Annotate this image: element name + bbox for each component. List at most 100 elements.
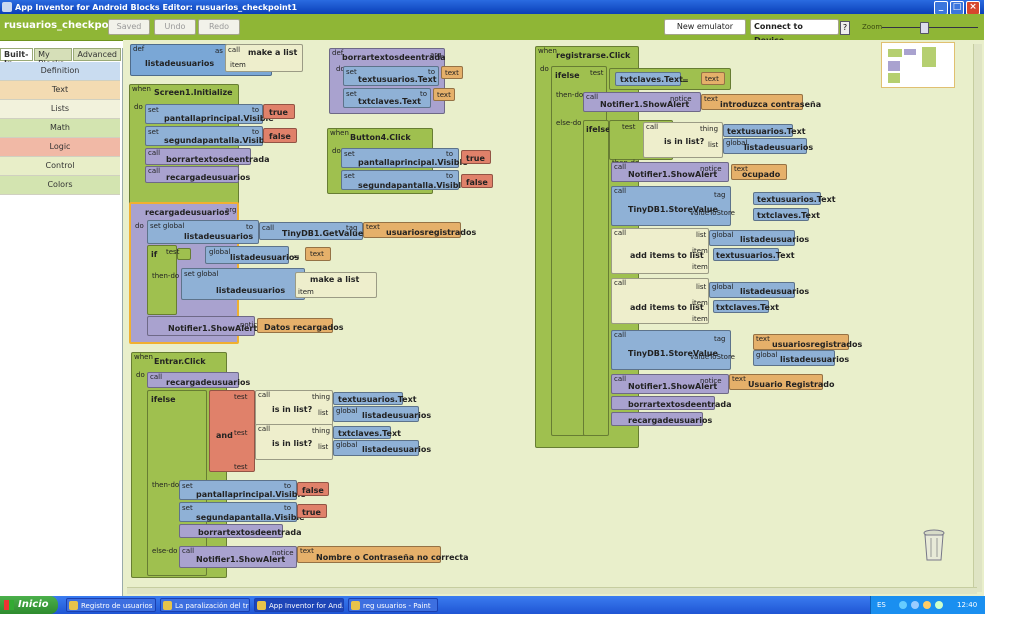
drawer-definition[interactable]: Definition xyxy=(0,62,120,81)
set-text-block[interactable]: set to txtclaves.Text xyxy=(343,88,431,108)
close-button[interactable]: × xyxy=(966,1,980,15)
set-visible-block[interactable]: set to segundapantalla.Visible xyxy=(179,502,305,522)
notifier-showalert-block[interactable]: call Notifier1.ShowAlert notice xyxy=(583,92,701,112)
tab-built-in[interactable]: Built-In xyxy=(0,48,34,68)
set-visible-block[interactable]: set to segundapantalla.Visible xyxy=(341,170,467,190)
call-procedure-block[interactable]: call recargadeusuarios xyxy=(147,372,250,388)
set-visible-block[interactable]: set to pantallaprincipal.Visible xyxy=(145,104,274,124)
set-visible-block[interactable]: set to pantallaprincipal.Visible xyxy=(179,480,306,500)
text-getter-block[interactable]: txtclaves.Text xyxy=(615,72,683,86)
global-getter-block[interactable]: global listadeusuarios xyxy=(709,282,809,298)
is-in-list-block[interactable]: call is in list? thing list xyxy=(255,390,333,426)
text-getter-block[interactable]: textusuarios.Text xyxy=(713,248,795,261)
global-getter-block[interactable]: global listadeusuarios xyxy=(205,246,299,264)
global-getter-block[interactable]: global listadeusuarios xyxy=(723,138,813,154)
help-button[interactable]: ? xyxy=(840,21,850,35)
text-block[interactable]: text Nombre o Contraseña no correcta xyxy=(297,546,468,563)
drawer-math[interactable]: Math xyxy=(0,119,120,138)
zoom-slider-track[interactable] xyxy=(882,27,978,28)
text-block[interactable]: text introduzca contraseña xyxy=(701,94,821,110)
taskbar-item[interactable]: App Inventor for And... xyxy=(254,598,344,612)
empty-text-block[interactable]: text xyxy=(305,247,331,261)
global-getter-block[interactable]: global listadeusuarios xyxy=(709,230,809,246)
call-procedure-block[interactable]: call recargadeusuarios xyxy=(145,166,250,183)
new-emulator-button[interactable]: New emulator xyxy=(664,19,746,35)
text-getter-block[interactable]: txtclaves.Text xyxy=(713,300,779,313)
tab-my-blocks[interactable]: My Blocks xyxy=(34,48,73,68)
make-a-list-block[interactable]: call make a list item xyxy=(225,44,303,72)
text-block[interactable]: text usuariosregistrados xyxy=(363,222,476,238)
notifier-showalert-block[interactable]: Notifier1.ShowAlert notice xyxy=(147,316,262,336)
taskbar-item[interactable]: La paralización del tra... xyxy=(160,598,250,612)
call-procedure-block[interactable]: borrartextosdeentrada xyxy=(611,396,732,410)
global-getter-block[interactable]: global listadeusuarios xyxy=(753,350,849,366)
set-global-block[interactable]: set global to listadeusuarios xyxy=(147,220,259,244)
empty-text-block[interactable]: text xyxy=(433,88,455,101)
text-block[interactable]: text ocupado xyxy=(731,164,787,180)
saved-button[interactable]: Saved xyxy=(108,19,150,35)
call-procedure-block[interactable]: call borrartextosdeentrada xyxy=(145,148,270,165)
tab-advanced[interactable]: Advanced xyxy=(73,48,121,61)
true-block[interactable]: true xyxy=(461,150,491,164)
empty-text-block[interactable]: text xyxy=(441,66,463,79)
notifier-showalert-block[interactable]: call Notifier1.ShowAlert notice xyxy=(179,546,297,568)
text-getter-block[interactable]: textusuarios.Text xyxy=(753,192,836,205)
language-indicator[interactable]: ES xyxy=(877,601,886,609)
set-visible-block[interactable]: set to pantallaprincipal.Visible xyxy=(341,148,468,168)
ifelse-block[interactable]: ifelse then-do else-do xyxy=(147,390,207,576)
redo-button[interactable]: Redo xyxy=(198,19,240,35)
minimize-button[interactable]: _ xyxy=(934,1,948,15)
is-in-list-block[interactable]: call is in list? thing list xyxy=(643,122,723,158)
false-block[interactable]: false xyxy=(461,174,493,188)
blocks-workspace[interactable]: def as listadeusuarios call make a list … xyxy=(123,40,984,596)
undo-button[interactable]: Undo xyxy=(154,19,196,35)
false-block[interactable]: false xyxy=(297,482,329,496)
add-items-to-list-block[interactable]: call add items to list list item item xyxy=(611,228,709,274)
drawer-colors[interactable]: Colors xyxy=(0,176,120,195)
drawer-logic[interactable]: Logic xyxy=(0,138,120,157)
text-getter-block[interactable]: txtclaves.Text xyxy=(333,426,401,439)
notifier-showalert-block[interactable]: call Notifier1.ShowAlert notice xyxy=(611,162,729,182)
text-getter-block[interactable]: textusuarios.Text xyxy=(723,124,806,137)
if-block[interactable]: if then-do xyxy=(147,245,179,315)
tinydb-getvalue-block[interactable]: call TinyDB1.GetValue tag xyxy=(259,222,363,240)
notifier-showalert-block[interactable]: call Notifier1.ShowAlert notice xyxy=(611,374,729,394)
true-block[interactable]: true xyxy=(263,104,295,119)
security-icon[interactable] xyxy=(923,601,931,609)
clock[interactable]: 12:40 xyxy=(957,601,978,609)
is-in-list-block[interactable]: call is in list? thing list xyxy=(255,424,333,460)
global-getter-block[interactable]: global listadeusuarios xyxy=(333,406,431,422)
call-procedure-block[interactable]: recargadeusuarios xyxy=(611,412,712,426)
tray-app-icon[interactable] xyxy=(935,601,943,609)
nested-ifelse-block[interactable]: ifelse xyxy=(583,120,611,436)
network-icon[interactable] xyxy=(899,601,907,609)
start-button[interactable]: Inicio xyxy=(0,596,58,614)
horizontal-scrollbar[interactable] xyxy=(127,587,977,594)
zoom-slider-handle[interactable] xyxy=(920,22,929,34)
text-block[interactable]: text Usuario Registrado xyxy=(729,374,835,390)
make-a-list-block[interactable]: make a list item xyxy=(295,272,377,298)
and-block[interactable]: test and test test xyxy=(209,390,255,472)
maximize-button[interactable]: □ xyxy=(950,1,964,15)
set-visible-block[interactable]: set to segundapantalla.Visible xyxy=(145,126,273,146)
taskbar-item[interactable]: Registro de usuarios ... xyxy=(66,598,156,612)
trash-icon[interactable] xyxy=(923,528,945,562)
set-global-block[interactable]: set global listadeusuarios xyxy=(181,268,305,300)
text-block[interactable]: Datos recargados xyxy=(257,318,343,333)
taskbar-item[interactable]: reg usuarios - Paint xyxy=(348,598,438,612)
text-getter-block[interactable]: txtclaves.Text xyxy=(753,208,820,221)
call-procedure-block[interactable]: borrartextosdeentrada xyxy=(179,524,302,538)
set-text-block[interactable]: set to textusuarios.Text xyxy=(343,66,439,86)
false-block[interactable]: false xyxy=(263,128,297,143)
global-getter-block[interactable]: global listadeusuarios xyxy=(333,440,431,456)
connect-device-select[interactable]: Connect to Device... xyxy=(750,19,839,45)
drawer-text[interactable]: Text xyxy=(0,81,120,100)
volume-icon[interactable] xyxy=(911,601,919,609)
true-block[interactable]: true xyxy=(297,504,327,518)
empty-text-block[interactable]: text xyxy=(701,72,725,85)
drawer-lists[interactable]: Lists xyxy=(0,100,120,119)
text-block[interactable]: text usuariosregistrados xyxy=(753,334,862,350)
vertical-scrollbar[interactable] xyxy=(973,44,982,592)
tinydb-storevalue-block[interactable]: call TinyDB1.StoreValue tag valueToStore xyxy=(611,330,735,370)
workspace-minimap[interactable] xyxy=(881,42,955,88)
